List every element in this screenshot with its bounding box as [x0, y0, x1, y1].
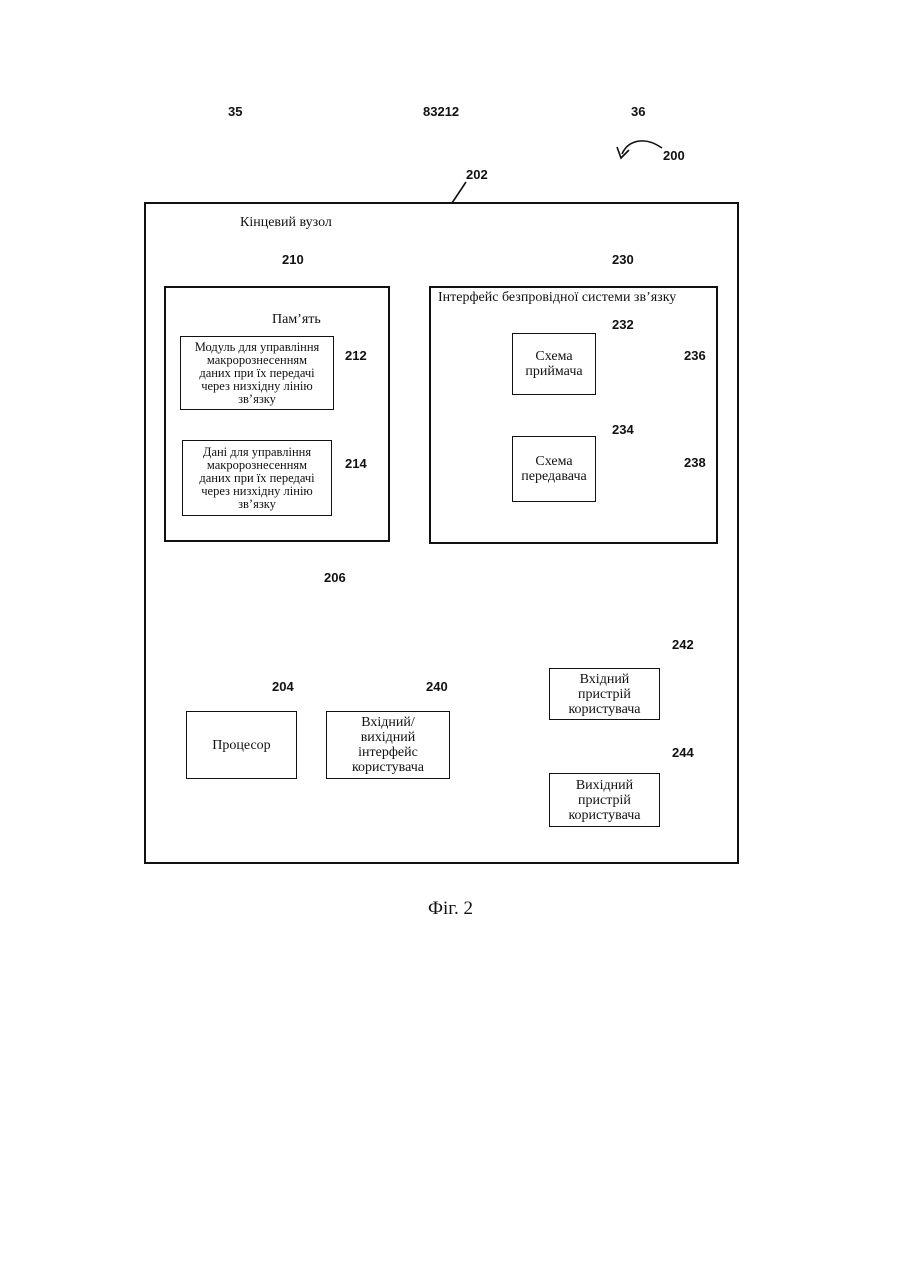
module-ref: 212	[345, 348, 367, 363]
figure-ref-200: 200	[663, 148, 685, 163]
processor-ref: 204	[272, 679, 294, 694]
data-box: Дані для управління макрорознесенням дан…	[182, 440, 332, 516]
output-device-ref: 244	[672, 745, 694, 760]
input-device-ref: 242	[672, 637, 694, 652]
output-device-box: Вихідний пристрій користувача	[549, 773, 660, 827]
memory-ref: 210	[282, 252, 304, 267]
wireless-interface-label: Інтерфейс безпровідної системи зв’язку	[438, 290, 676, 305]
input-device-box: Вхідний пристрій користувача	[549, 668, 660, 720]
wireless-interface-box	[429, 286, 718, 544]
figure-caption: Фіг. 2	[0, 898, 901, 920]
receiver-ref: 232	[612, 317, 634, 332]
transmitter-box: Схема передавача	[512, 436, 596, 502]
end-node-label: Кінцевий вузол	[240, 215, 332, 230]
module-box: Модуль для управління макрорознесенням д…	[180, 336, 334, 410]
transmitter-ref: 234	[612, 422, 634, 437]
processor-box: Процесор	[186, 711, 297, 779]
memory-label: Пам’ять	[272, 312, 321, 327]
data-ref: 214	[345, 456, 367, 471]
antenna-rx-ref: 236	[684, 348, 706, 363]
wireless-interface-ref: 230	[612, 252, 634, 267]
io-interface-ref: 240	[426, 679, 448, 694]
io-interface-box: Вхідний/ вихідний інтерфейс користувача	[326, 711, 450, 779]
end-node-ref: 202	[466, 167, 488, 182]
antenna-tx-ref: 238	[684, 455, 706, 470]
bus-ref: 206	[324, 570, 346, 585]
receiver-box: Схема приймача	[512, 333, 596, 395]
